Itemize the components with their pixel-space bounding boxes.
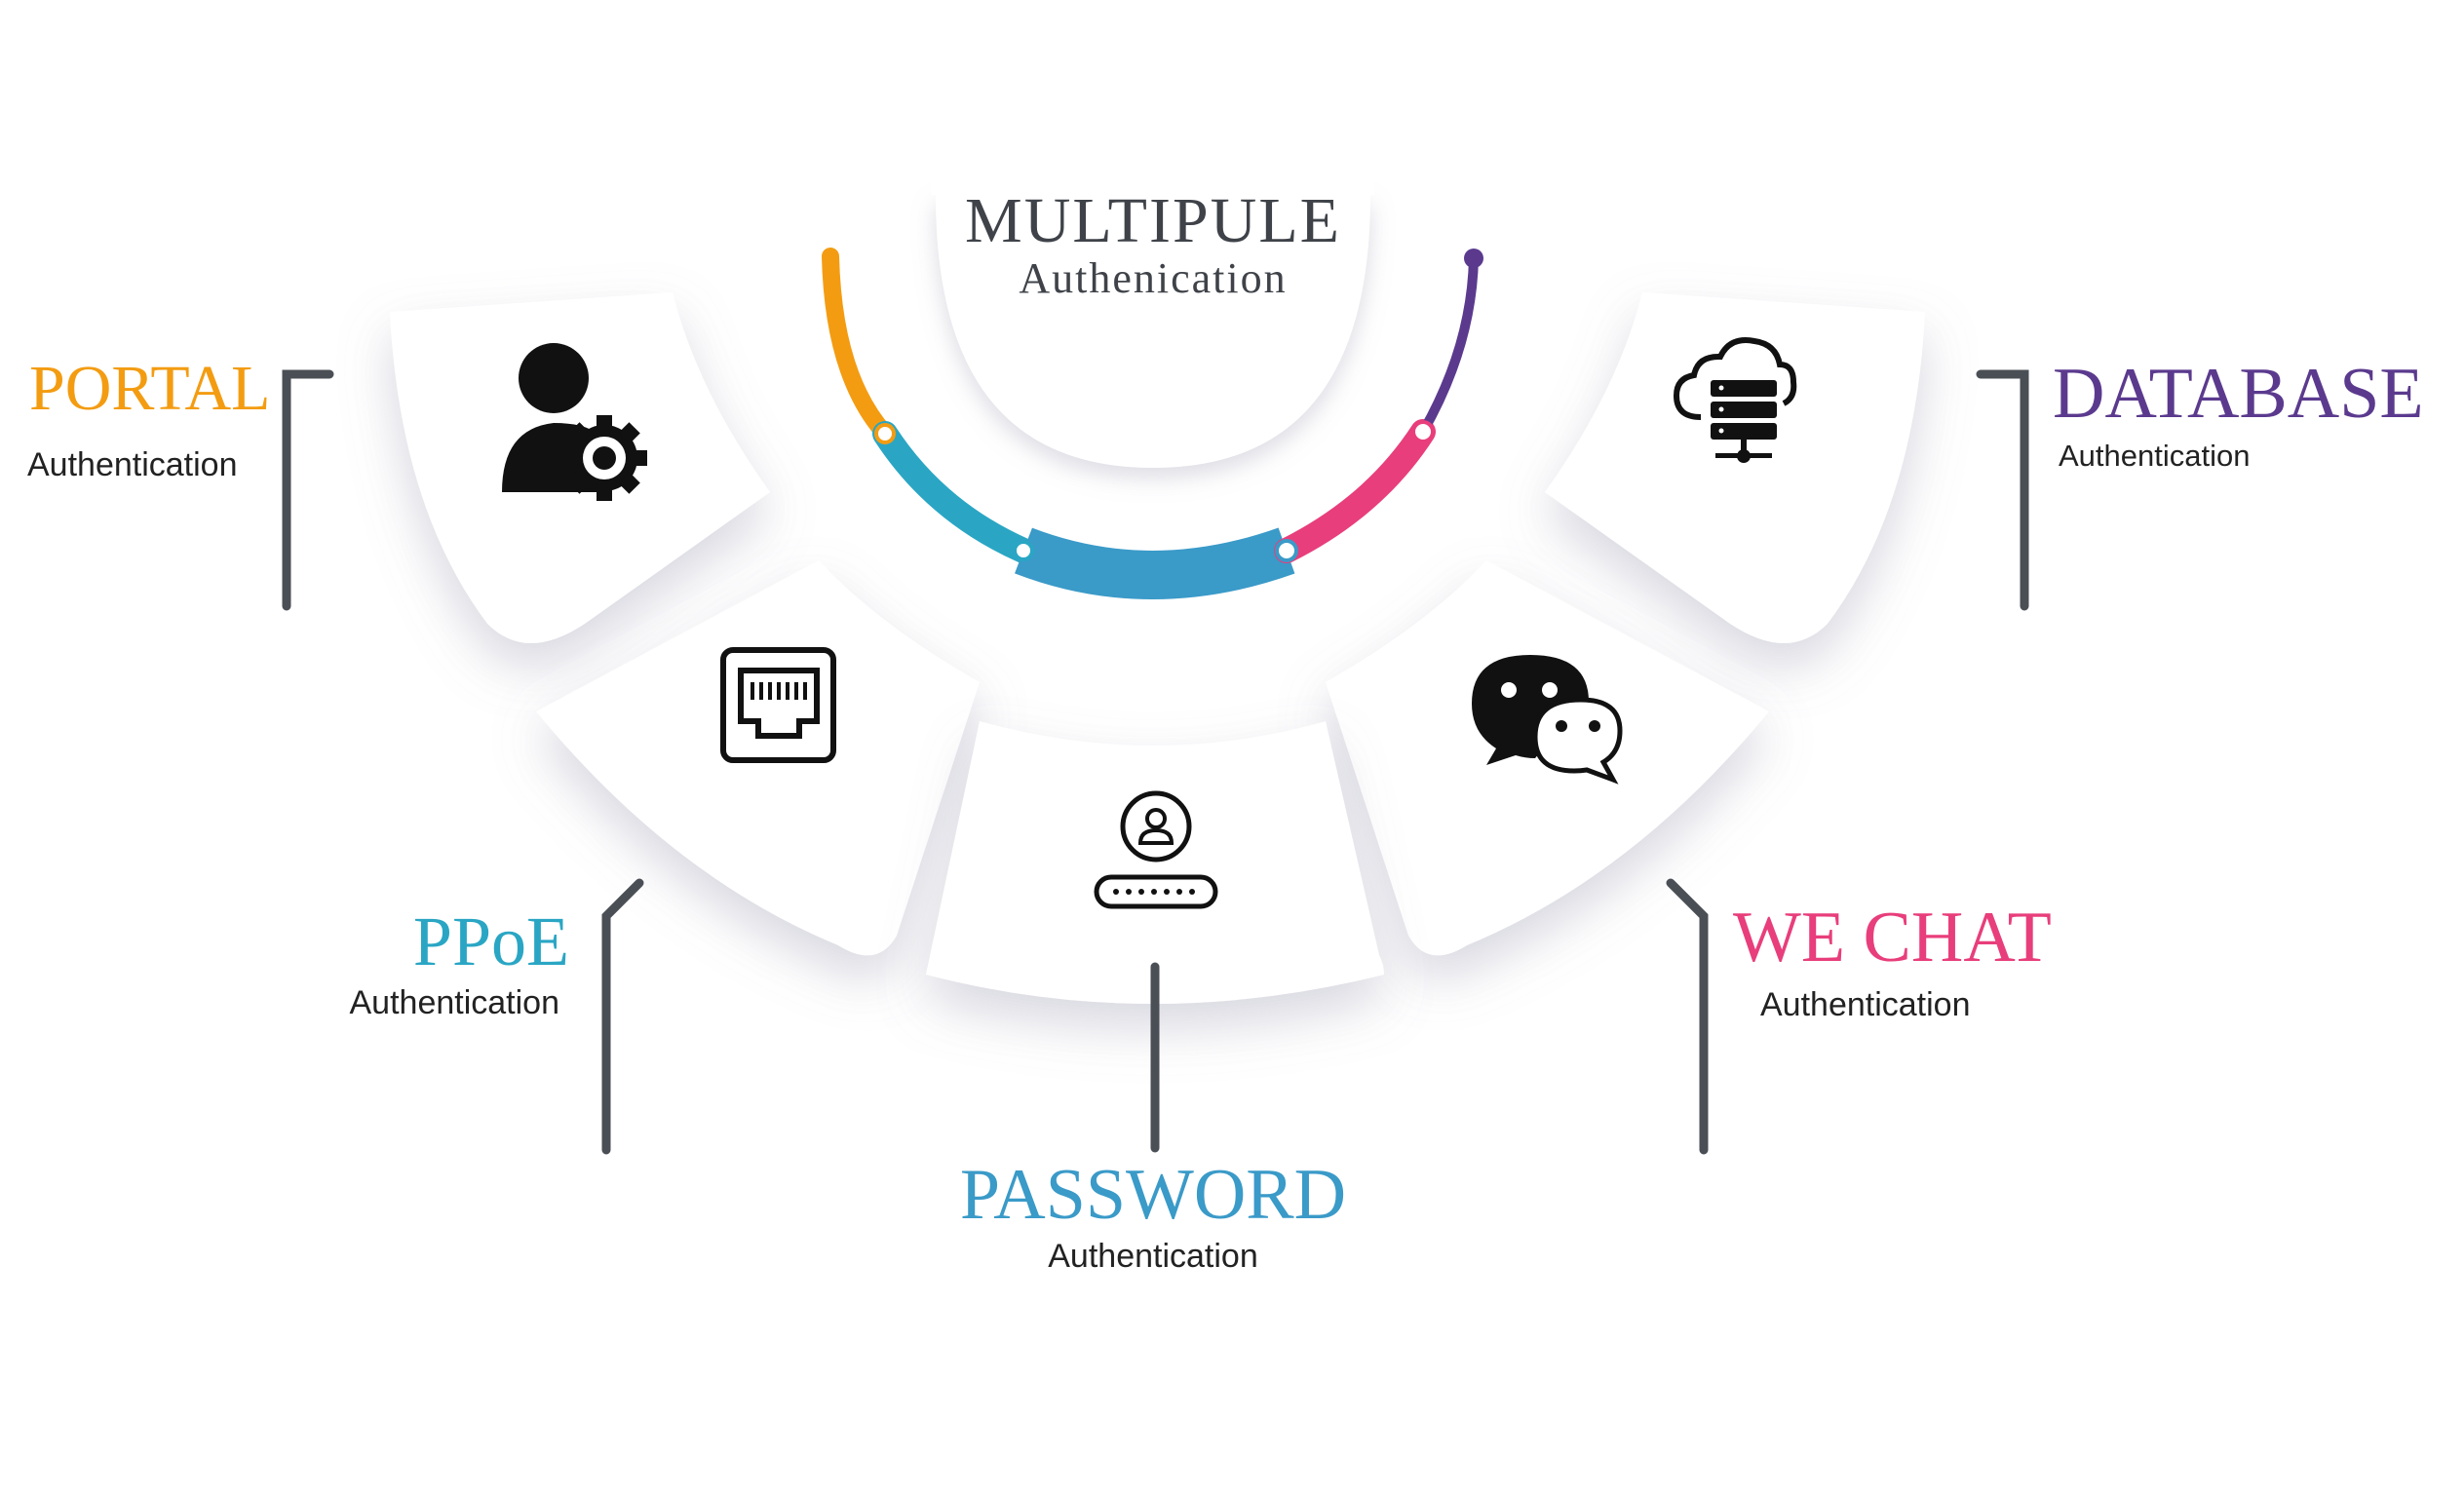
arc-blue — [1015, 527, 1295, 599]
portal-connector — [282, 369, 334, 611]
ppoe-subtitle: Authentication — [350, 984, 560, 1021]
connector-lines — [282, 369, 2029, 1155]
fan-segments — [390, 292, 1925, 1004]
center-circle: MULTIPULE Authenication — [931, 127, 1374, 468]
arc-pink — [1274, 419, 1436, 563]
color-arc — [822, 248, 1483, 599]
ppoe-title: PPoE — [413, 902, 569, 980]
center-title: MULTIPULE — [965, 185, 1341, 256]
password-title: PASSWORD — [960, 1155, 1346, 1235]
arc-node-1 — [874, 423, 896, 444]
segment-database[interactable] — [1545, 292, 1925, 643]
database-title: DATABASE — [2053, 354, 2424, 434]
label-password: PASSWORD Authentication — [960, 1155, 1346, 1275]
label-database: DATABASE Authentication — [2053, 354, 2424, 473]
arc-node-4 — [1411, 420, 1435, 443]
arc-orange — [822, 248, 894, 442]
password-subtitle: Authentication — [1048, 1238, 1258, 1275]
cloud-database-icon — [1673, 337, 1797, 463]
label-ppoe: PPoE Authentication — [350, 902, 570, 1021]
segment-password[interactable] — [926, 721, 1384, 1004]
portal-title: PORTAL — [29, 353, 270, 424]
arc-end-dot — [1464, 249, 1483, 268]
wechat-title: WE CHAT — [1733, 898, 2052, 978]
database-connector — [1976, 369, 2029, 611]
center-subtitle: Authenication — [1019, 254, 1287, 302]
label-wechat: WE CHAT Authentication — [1733, 898, 2052, 1023]
user-gear-icon — [502, 343, 647, 501]
user-password-icon — [1094, 790, 1218, 909]
ppoe-connector — [601, 878, 644, 1155]
arc-purple — [1418, 253, 1479, 437]
chat-bubbles-icon — [1472, 655, 1623, 785]
wechat-subtitle: Authentication — [1760, 986, 1971, 1023]
arc-teal — [872, 421, 1036, 563]
arc-node-2 — [1013, 540, 1034, 561]
portal-subtitle: Authentication — [27, 446, 238, 483]
ethernet-port-icon — [720, 647, 836, 763]
label-portal: PORTAL Authentication — [27, 353, 270, 483]
wechat-connector — [1666, 878, 1709, 1155]
database-subtitle: Authentication — [2059, 439, 2250, 473]
arc-node-3 — [1275, 539, 1298, 562]
